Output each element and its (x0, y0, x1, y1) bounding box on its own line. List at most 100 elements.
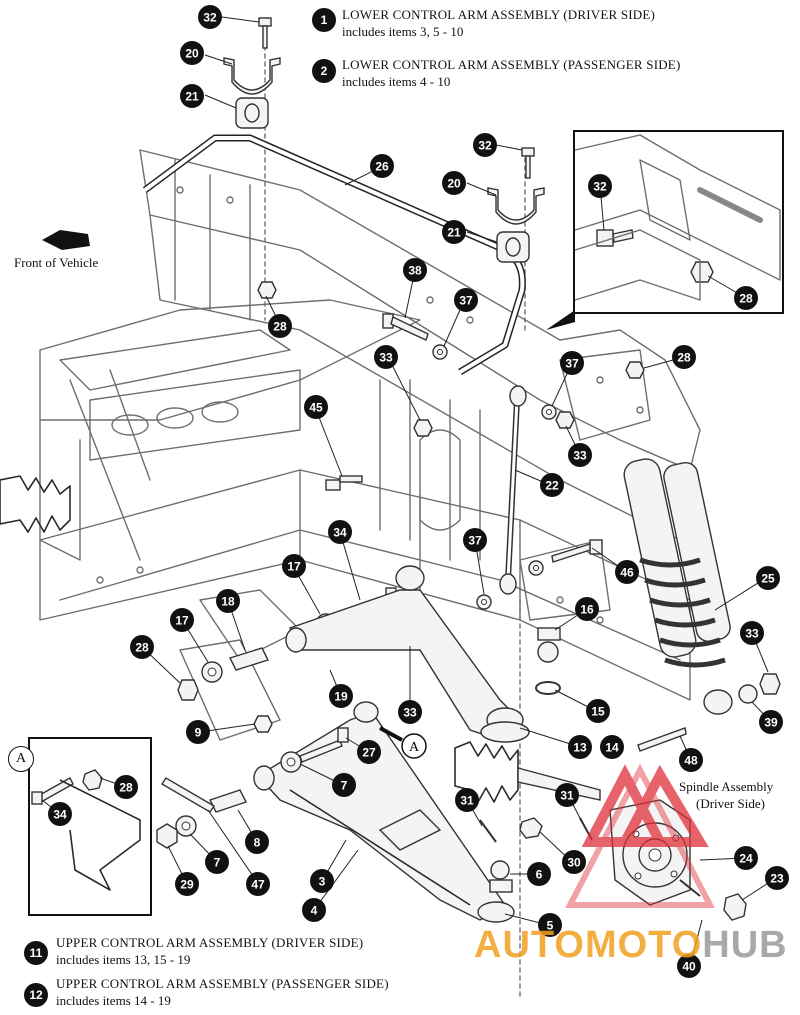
callout-circle (114, 775, 138, 799)
callout-label: 3 (319, 875, 326, 889)
callout-circle (672, 345, 696, 369)
callout-circle (586, 699, 610, 723)
callout-circle (562, 850, 586, 874)
callout-circle (588, 174, 612, 198)
callout-circle (538, 913, 562, 937)
callout-28: 28 (734, 286, 758, 310)
watermark-logo (565, 763, 715, 908)
sleeve-18 (229, 647, 269, 671)
callout-7: 7 (205, 850, 229, 874)
callout-circle (374, 345, 398, 369)
callout-48: 48 (679, 748, 703, 772)
legend-top-sub-2: includes items 4 - 10 (342, 74, 451, 89)
callout-33: 33 (740, 621, 764, 645)
callout-circle (329, 684, 353, 708)
bushing-21-b (496, 231, 530, 263)
callout-25: 25 (756, 566, 780, 590)
callout-19: 19 (329, 684, 353, 708)
callout-28: 28 (268, 314, 292, 338)
callout-8: 8 (245, 830, 269, 854)
detail-a-frame (28, 737, 152, 916)
callout-circle (175, 872, 199, 896)
callout-label: 28 (135, 641, 149, 655)
callout-circle (568, 735, 592, 759)
callout-circle (455, 788, 479, 812)
sleeve-8 (209, 789, 247, 813)
callout-32: 32 (473, 133, 497, 157)
legend-top-title-1: LOWER CONTROL ARM ASSEMBLY (DRIVER SIDE) (342, 7, 656, 22)
callout-37: 37 (560, 351, 584, 375)
callout-label: 18 (221, 595, 235, 609)
inset-pointer (546, 310, 575, 330)
callout-label: 32 (478, 139, 492, 153)
callout-circle (180, 41, 204, 65)
callout-26: 26 (370, 154, 394, 178)
callout-circle (756, 566, 780, 590)
callout-label: 28 (739, 292, 753, 306)
callout-label: 30 (567, 856, 581, 870)
callout-circle (527, 862, 551, 886)
callout-32: 32 (198, 5, 222, 29)
callout-34: 34 (328, 520, 352, 544)
callout-label: 37 (565, 357, 579, 371)
callout-28: 28 (672, 345, 696, 369)
callout-label: 22 (545, 479, 559, 493)
callout-label: 34 (333, 526, 347, 540)
callout-label: 4 (311, 904, 318, 918)
bolt-27 (299, 727, 349, 763)
callout-16: 16 (575, 597, 599, 621)
callout-33: 33 (398, 700, 422, 724)
callout-circle (463, 528, 487, 552)
detail-a-bolt (31, 777, 74, 805)
inset-frame-art (574, 134, 781, 301)
watermark-text-b: HUB (702, 924, 788, 966)
callout-circle (246, 872, 270, 896)
callout-circle (759, 710, 783, 734)
spindle-assembly-label-line1: Spindle Assembly (679, 779, 774, 794)
callout-label: 33 (403, 706, 417, 720)
callout-33: 33 (374, 345, 398, 369)
detail-a-tag: A (8, 746, 34, 772)
callout-label: 23 (770, 872, 784, 886)
callout-label: 46 (620, 566, 634, 580)
legend-bottom-sub-12: includes items 14 - 19 (56, 993, 171, 1008)
callout-circle (600, 735, 624, 759)
callout-29: 29 (175, 872, 199, 896)
clamp-20-b (487, 187, 545, 225)
callout-22: 22 (540, 473, 564, 497)
callout-label: 32 (203, 11, 217, 25)
callout-28: 28 (130, 635, 154, 659)
inset-detail-frame (573, 130, 784, 314)
callout-label: 19 (334, 690, 348, 704)
callout-label: 14 (605, 741, 619, 755)
callout-label: 32 (593, 180, 607, 194)
callout-4: 4 (302, 898, 326, 922)
callout-5: 5 (538, 913, 562, 937)
callout-circle (568, 443, 592, 467)
callout-circle (734, 846, 758, 870)
callout-31: 31 (455, 788, 479, 812)
callout-label: 26 (375, 160, 389, 174)
callout-38: 38 (403, 258, 427, 282)
bushing-7-a (280, 751, 302, 773)
callout-label: 45 (309, 401, 323, 415)
callout-6: 6 (527, 862, 551, 886)
legend-top-num-2: 2 (312, 59, 336, 83)
callout-27: 27 (357, 740, 381, 764)
hub-nut-23 (723, 893, 747, 921)
legend-top-title-2: LOWER CONTROL ARM ASSEMBLY (PASSENGER SI… (342, 57, 681, 72)
callout-circle (198, 5, 222, 29)
callout-label: 37 (459, 294, 473, 308)
bolt-48 (637, 727, 687, 752)
callout-label: 48 (684, 754, 698, 768)
callout-circle (216, 589, 240, 613)
callout-circle (442, 171, 466, 195)
callout-label: 29 (180, 878, 194, 892)
callout-label: 24 (739, 852, 753, 866)
front-of-vehicle-label: Front of Vehicle (14, 255, 99, 270)
callout-37: 37 (463, 528, 487, 552)
callout-label: 20 (447, 177, 461, 191)
watermark-text-a: AUTOMOTO (474, 924, 703, 966)
